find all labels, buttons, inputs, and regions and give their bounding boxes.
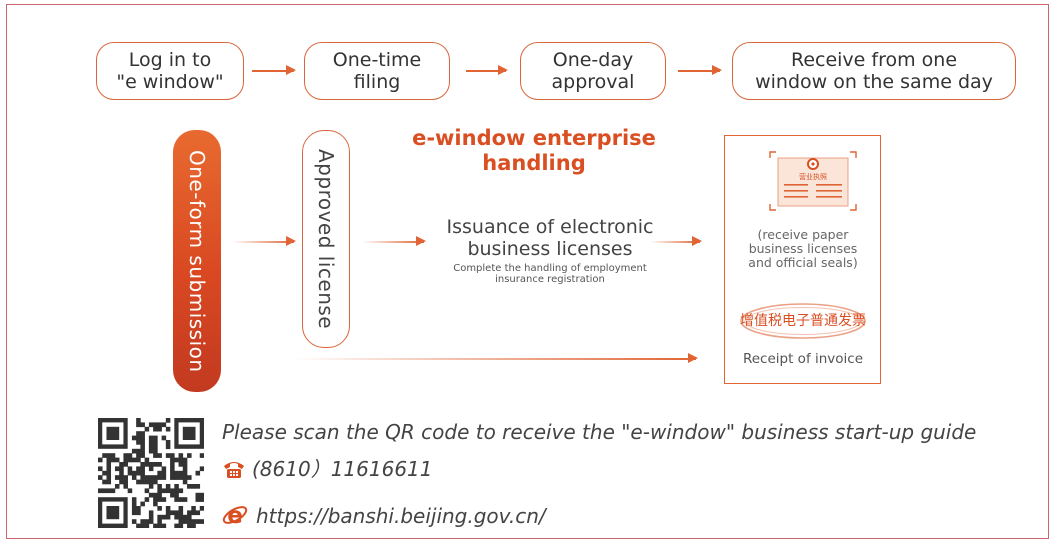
step-receive-line1: Receive from one <box>790 49 958 71</box>
enterprise-title-line1: e-window enterprise <box>412 126 656 150</box>
receive-line3: and official seals) <box>748 255 858 270</box>
arrow-form-to-license <box>232 237 296 245</box>
employment-line2: insurance registration <box>495 274 605 285</box>
phone-icon <box>224 462 244 478</box>
step-receive-line2: window on the same day <box>755 71 993 93</box>
step-filing-line2: filing <box>353 71 401 93</box>
qr-code-icon <box>98 418 204 528</box>
form-submission-pill: One-form submission <box>173 130 221 392</box>
enterprise-handling-title: e-window enterprise handling <box>384 126 684 176</box>
receive-line1: (receive paper <box>757 227 849 242</box>
invoice-stamp-text: 增值税电子普通发票 <box>740 313 866 329</box>
receipt-of-invoice-text: Receipt of invoice <box>742 351 864 367</box>
enterprise-title-line2: handling <box>482 151 586 175</box>
step-login-line1: Log in to <box>128 49 212 71</box>
phone-number-text: (8610）11616611 <box>252 457 433 481</box>
employment-line1: Complete the handling of employment <box>453 263 647 274</box>
employment-insurance-text: Complete the handling of employment insu… <box>400 263 700 285</box>
issuance-line2: business licenses <box>467 238 633 260</box>
issuance-text: Issuance of electronic business licenses <box>420 216 680 260</box>
arrow-approval-to-receive <box>678 66 722 74</box>
approved-license-pill: Approved license <box>302 130 350 348</box>
qr-guide-text: Please scan the QR code to receive the "… <box>222 420 977 444</box>
arrow-filing-to-approval <box>466 66 508 74</box>
arrow-license-to-issuance <box>362 237 426 245</box>
license-cert-label: 营业执照 <box>799 172 827 181</box>
arrow-bottom-to-box <box>292 354 698 362</box>
internet-explorer-icon: e <box>222 503 248 528</box>
receive-line2: business licenses <box>748 241 858 256</box>
invoice-seal-icon <box>740 303 866 339</box>
form-submission-label: One-form submission <box>185 149 209 373</box>
arrow-issuance-to-box <box>650 237 702 245</box>
step-filing-line1: One-time <box>332 49 422 71</box>
svg-text:e: e <box>227 503 243 528</box>
step-approval-line2: approval <box>551 71 635 93</box>
issuance-line1: Issuance of electronic <box>446 216 654 238</box>
business-license-icon: 营业执照 <box>769 151 857 211</box>
step-login-line2: "e window" <box>116 71 224 93</box>
approved-license-label: Approved license <box>314 148 338 330</box>
step-approval-line1: One-day <box>552 49 634 71</box>
arrow-login-to-filing <box>252 66 296 74</box>
step-login: Log in to"e window" <box>96 42 244 100</box>
receive-paper-text: (receive paper business licenses and off… <box>728 228 878 270</box>
website-link[interactable]: https://banshi.beijing.gov.cn/ <box>256 504 546 528</box>
